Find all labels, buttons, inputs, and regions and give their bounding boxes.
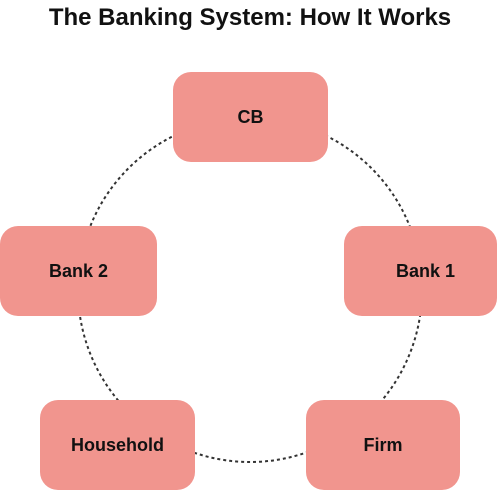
node-cb: CB <box>173 72 328 162</box>
node-firm-label: Firm <box>363 434 403 455</box>
node-firm: Firm <box>306 400 460 490</box>
node-bank-2-label: Bank 2 <box>48 260 109 281</box>
node-bank-2: Bank 2 <box>0 226 157 316</box>
node-household: Household <box>40 400 195 490</box>
node-cb-label: CB <box>237 106 264 127</box>
node-household-label: Household <box>71 434 164 455</box>
node-bank-1: Bank 1 <box>344 226 497 316</box>
node-bank-1-label: Bank 1 <box>395 260 456 281</box>
diagram-title: The Banking System: How It Works <box>48 4 452 31</box>
